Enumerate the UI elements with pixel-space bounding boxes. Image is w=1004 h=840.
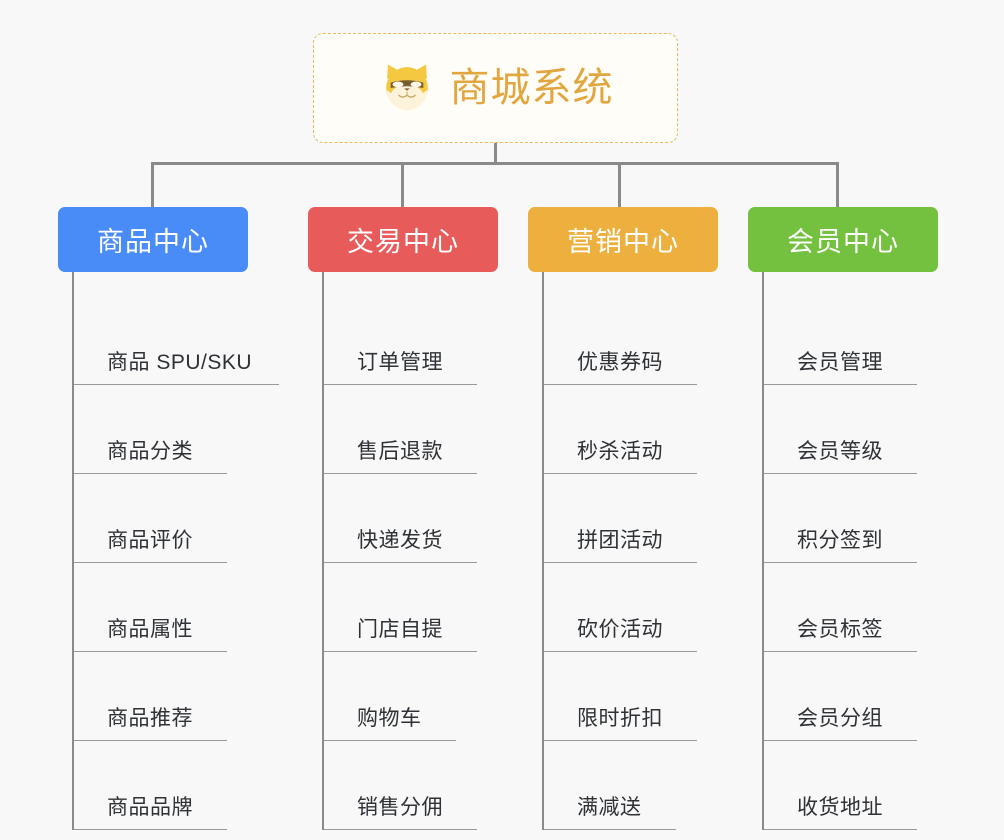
leaf-list: 订单管理 售后退款 快递发货 门店自提 购物车 销售分佣 xyxy=(322,272,508,830)
leaf-item[interactable]: 销售分佣 xyxy=(324,741,508,830)
leaf-underline xyxy=(764,651,917,652)
leaf-label: 会员管理 xyxy=(797,351,883,374)
leaf-underline xyxy=(544,740,697,741)
leaf-underline xyxy=(764,740,917,741)
leaf-list: 商品 SPU/SKU 商品分类 商品评价 商品属性 商品推荐 商品品牌 xyxy=(72,272,279,830)
leaf-underline xyxy=(544,829,676,830)
leaf-underline xyxy=(74,473,227,474)
branch-column-marketing-center: 营销中心 优惠券码 秒杀活动 拼团活动 砍价活动 限时折扣 xyxy=(528,207,728,830)
leaf-item[interactable]: 会员标签 xyxy=(764,563,948,652)
leaf-item[interactable]: 拼团活动 xyxy=(544,474,728,563)
leaf-underline xyxy=(74,829,227,830)
leaf-item[interactable]: 收货地址 xyxy=(764,741,948,830)
leaf-underline xyxy=(764,829,917,830)
leaf-underline xyxy=(544,562,697,563)
leaf-label: 售后退款 xyxy=(357,440,443,463)
connector-horizontal-bus xyxy=(151,162,838,165)
leaf-label: 积分签到 xyxy=(797,529,883,552)
leaf-underline xyxy=(324,829,477,830)
leaf-item[interactable]: 商品评价 xyxy=(74,474,258,563)
leaf-underline xyxy=(324,740,456,741)
category-title: 营销中心 xyxy=(567,227,679,257)
leaf-label: 快递发货 xyxy=(357,529,443,552)
connector-drop-3 xyxy=(836,162,839,208)
leaf-underline xyxy=(764,384,917,385)
leaf-item[interactable]: 商品推荐 xyxy=(74,652,258,741)
leaf-underline xyxy=(544,651,697,652)
branch-column-trade-center: 交易中心 订单管理 售后退款 快递发货 门店自提 购物车 xyxy=(308,207,508,830)
connector-drop-2 xyxy=(618,162,621,208)
leaf-list: 优惠券码 秒杀活动 拼团活动 砍价活动 限时折扣 满减送 xyxy=(542,272,728,830)
leaf-label: 会员等级 xyxy=(797,440,883,463)
leaf-label: 会员标签 xyxy=(797,618,883,641)
leaf-underline xyxy=(324,384,477,385)
leaf-label: 会员分组 xyxy=(797,707,883,730)
category-header-trade-center[interactable]: 交易中心 xyxy=(308,207,498,272)
leaf-label: 商品 SPU/SKU xyxy=(107,351,253,374)
leaf-label: 销售分佣 xyxy=(357,796,443,819)
leaf-underline xyxy=(74,740,227,741)
connector-drop-0 xyxy=(151,162,154,208)
leaf-label: 商品评价 xyxy=(107,529,193,552)
leaf-label: 商品推荐 xyxy=(107,707,193,730)
category-title: 会员中心 xyxy=(787,227,899,257)
leaf-item[interactable]: 商品分类 xyxy=(74,385,258,474)
shiba-dog-face-icon xyxy=(385,64,428,111)
connector-root-stem xyxy=(494,143,497,164)
leaf-item[interactable]: 优惠券码 xyxy=(544,296,728,385)
leaf-label: 优惠券码 xyxy=(577,351,663,374)
leaf-underline xyxy=(764,562,917,563)
leaf-item[interactable]: 购物车 xyxy=(324,652,508,741)
leaf-item[interactable]: 秒杀活动 xyxy=(544,385,728,474)
leaf-label: 限时折扣 xyxy=(577,707,663,730)
leaf-item[interactable]: 商品属性 xyxy=(74,563,258,652)
leaf-underline xyxy=(764,473,917,474)
leaf-item[interactable]: 商品品牌 xyxy=(74,741,258,830)
leaf-label: 满减送 xyxy=(577,796,642,819)
leaf-label: 拼团活动 xyxy=(577,529,663,552)
leaf-label: 购物车 xyxy=(357,707,422,730)
leaf-label: 秒杀活动 xyxy=(577,440,663,463)
leaf-item[interactable]: 门店自提 xyxy=(324,563,508,652)
leaf-underline xyxy=(324,473,477,474)
leaf-label: 砍价活动 xyxy=(577,618,663,641)
leaf-item[interactable]: 订单管理 xyxy=(324,296,508,385)
leaf-item[interactable]: 积分签到 xyxy=(764,474,948,563)
branch-column-product-center: 商品中心 商品 SPU/SKU 商品分类 商品评价 商品属性 商品推荐 xyxy=(58,207,279,830)
category-title: 交易中心 xyxy=(347,227,459,257)
leaf-label: 订单管理 xyxy=(357,351,443,374)
connector-drop-1 xyxy=(401,162,404,208)
leaf-underline xyxy=(74,651,227,652)
leaf-underline xyxy=(324,562,477,563)
leaf-item[interactable]: 会员管理 xyxy=(764,296,948,385)
leaf-item[interactable]: 砍价活动 xyxy=(544,563,728,652)
leaf-underline xyxy=(324,651,477,652)
leaf-label: 商品属性 xyxy=(107,618,193,641)
leaf-label: 门店自提 xyxy=(357,618,443,641)
category-header-member-center[interactable]: 会员中心 xyxy=(748,207,938,272)
leaf-item[interactable]: 限时折扣 xyxy=(544,652,728,741)
branch-column-member-center: 会员中心 会员管理 会员等级 积分签到 会员标签 会员分组 xyxy=(748,207,948,830)
leaf-item[interactable]: 快递发货 xyxy=(324,474,508,563)
leaf-label: 收货地址 xyxy=(797,796,883,819)
leaf-underline xyxy=(544,384,697,385)
category-header-marketing-center[interactable]: 营销中心 xyxy=(528,207,718,272)
leaf-item[interactable]: 会员等级 xyxy=(764,385,948,474)
leaf-list: 会员管理 会员等级 积分签到 会员标签 会员分组 收货地址 xyxy=(762,272,948,830)
leaf-underline xyxy=(74,562,227,563)
leaf-item[interactable]: 满减送 xyxy=(544,741,728,830)
leaf-label: 商品分类 xyxy=(107,440,193,463)
category-title: 商品中心 xyxy=(97,227,209,257)
leaf-label: 商品品牌 xyxy=(107,796,193,819)
leaf-underline xyxy=(544,473,697,474)
root-node[interactable]: 商城系统 xyxy=(313,33,678,143)
leaf-item[interactable]: 售后退款 xyxy=(324,385,508,474)
root-title: 商城系统 xyxy=(449,66,614,110)
leaf-item[interactable]: 商品 SPU/SKU xyxy=(74,296,279,385)
leaf-item[interactable]: 会员分组 xyxy=(764,652,948,741)
leaf-underline xyxy=(74,384,279,385)
category-header-product-center[interactable]: 商品中心 xyxy=(58,207,248,272)
